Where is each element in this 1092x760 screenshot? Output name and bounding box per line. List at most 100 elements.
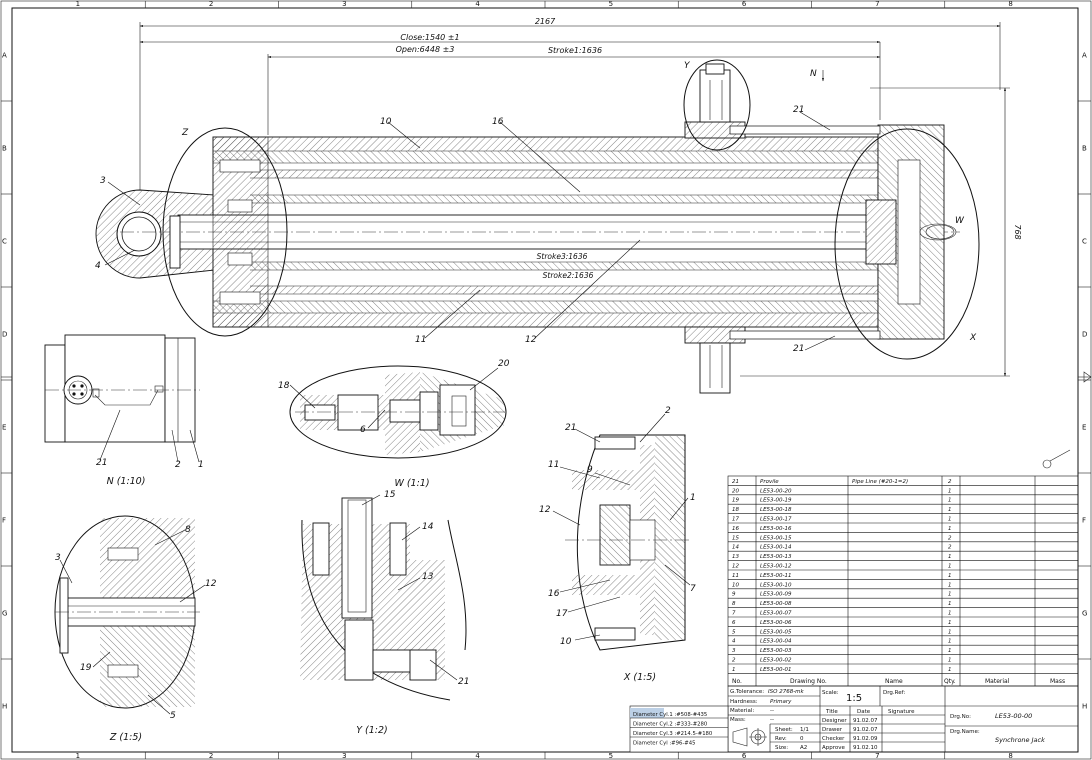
bom-no: 6 [732, 620, 736, 626]
balloon-main-21a: 21 [793, 105, 804, 115]
balloon-y-13: 13 [422, 572, 434, 582]
zone-col-6-top: 6 [742, 0, 747, 8]
balloon-w-18: 18 [278, 381, 290, 391]
bom-no: 8 [732, 601, 736, 607]
dim-height: 768 [1013, 224, 1022, 239]
balloon-x-12: 12 [539, 505, 551, 515]
drg-ref-label: Drg.Ref: [883, 690, 905, 696]
balloon-z-3: 3 [55, 553, 61, 563]
zone-row-F-left: F [2, 517, 6, 525]
bom-qty: 1 [948, 564, 952, 570]
bom-qty: 1 [948, 601, 952, 607]
zone-row-D-left: D [2, 331, 7, 339]
zone-row-G-left: G [2, 610, 7, 618]
tolerance-value: ISO 2768-mk [768, 689, 805, 695]
zone-col-4-bottom: 4 [475, 752, 480, 760]
balloon-n-21: 21 [96, 458, 107, 468]
person-title: Designer [822, 718, 847, 724]
view-w: 18 6 20 W (1:1) [278, 359, 510, 489]
balloon-x-10: 10 [560, 637, 572, 647]
person-title: Approve [822, 745, 846, 751]
balloon-z-8: 8 [185, 525, 191, 535]
zone-col-3-bottom: 3 [342, 752, 346, 760]
bom-no: 2 [732, 658, 736, 664]
bom-no: 15 [732, 535, 739, 541]
bom-no: 12 [732, 564, 739, 570]
balloon-x-1: 1 [690, 493, 696, 503]
bom-no: 20 [732, 488, 739, 494]
diameter-note: Diameter Cyl.1 :#508-#435 [633, 712, 707, 718]
bom-qty: 1 [948, 667, 952, 673]
bom-qty: 1 [948, 620, 952, 626]
bom-no: 21 [732, 479, 739, 485]
view-z-label: Z (1:5) [109, 732, 142, 743]
title-block: G.Tolerance: ISO 2768-mk Hardness: Prima… [727, 685, 1079, 753]
col-signature: Signature [888, 709, 915, 715]
bom-header-mass: Mass [1050, 678, 1065, 685]
bom-no: 4 [732, 639, 736, 645]
bom-drawing-no: LE53-00-01 [760, 667, 792, 673]
view-w-label: W (1:1) [394, 478, 429, 489]
bom-qty: 1 [948, 658, 952, 664]
bom-drawing-no: LE53-00-15 [760, 535, 792, 541]
balloon-w-6: 6 [360, 425, 366, 435]
bom-no: 11 [732, 573, 739, 579]
zone-col-4-top: 4 [475, 0, 480, 8]
zone-col-5-bottom: 5 [609, 752, 613, 760]
bom-qty: 2 [948, 535, 952, 541]
balloon-x-2: 2 [665, 406, 671, 416]
bom-no: 19 [732, 498, 739, 504]
bom-no: 17 [732, 517, 739, 523]
bom-no: 10 [732, 582, 739, 588]
zone-row-E-left: E [2, 424, 6, 432]
balloon-x-21: 21 [565, 423, 576, 433]
bom-drawing-no: LE53-00-19 [760, 498, 792, 504]
zone-row-G-right: G [1082, 610, 1087, 618]
bom-header-qty: Qty. [944, 678, 956, 685]
size-label: Size: [775, 745, 788, 751]
surface-finish-symbol [1042, 449, 1071, 469]
drg-no-label: Drg.No: [950, 714, 971, 720]
bom-no: 16 [732, 526, 739, 532]
dim-close: Close:1540 ±1 [400, 33, 459, 42]
bom-no: 3 [732, 648, 736, 654]
zone-col-7-top: 7 [875, 0, 879, 8]
diameter-note: Diameter Cyl.3 :#214.5-#180 [633, 731, 713, 737]
bom-drawing-no: LE53-00-03 [760, 648, 792, 654]
bom-qty: 2 [948, 479, 952, 485]
dim-stroke3: Stroke3:1636 [537, 252, 588, 261]
bom-header-name: Name [885, 678, 903, 685]
bom-drawing-no: LE53-00-04 [760, 639, 792, 645]
bom-qty: 1 [948, 629, 952, 635]
dim-open: Open:6448 ±3 [396, 45, 455, 54]
bom-qty: 1 [948, 554, 952, 560]
bom-qty: 1 [948, 582, 952, 588]
zone-row-A-right: A [1082, 52, 1087, 60]
zone-col-8-top: 8 [1008, 0, 1012, 8]
diameter-note: Diameter Cyl :#96-#45 [633, 741, 695, 747]
balloon-x-7: 7 [690, 584, 696, 594]
view-y-label: Y (1:2) [356, 725, 388, 736]
bom-qty: 1 [948, 592, 952, 598]
sheet-value: 1/1 [800, 727, 809, 733]
bom-drawing-no: LE53-00-13 [760, 554, 792, 560]
zone-col-5-top: 5 [609, 0, 613, 8]
bom-drawing-no: Provile [760, 479, 779, 485]
balloon-z-12: 12 [205, 579, 217, 589]
balloon-main-10: 10 [380, 117, 392, 127]
zone-col-7-bottom: 7 [875, 752, 879, 760]
bom-no: 1 [732, 667, 736, 673]
zone-col-2-top: 2 [209, 0, 213, 8]
bom-header-material: Material [985, 678, 1010, 685]
bom-no: 9 [732, 592, 736, 598]
bom-qty: 1 [948, 648, 952, 654]
balloon-main-11: 11 [415, 335, 426, 345]
mass-value: -- [770, 717, 774, 723]
mark-n: N [810, 69, 817, 79]
